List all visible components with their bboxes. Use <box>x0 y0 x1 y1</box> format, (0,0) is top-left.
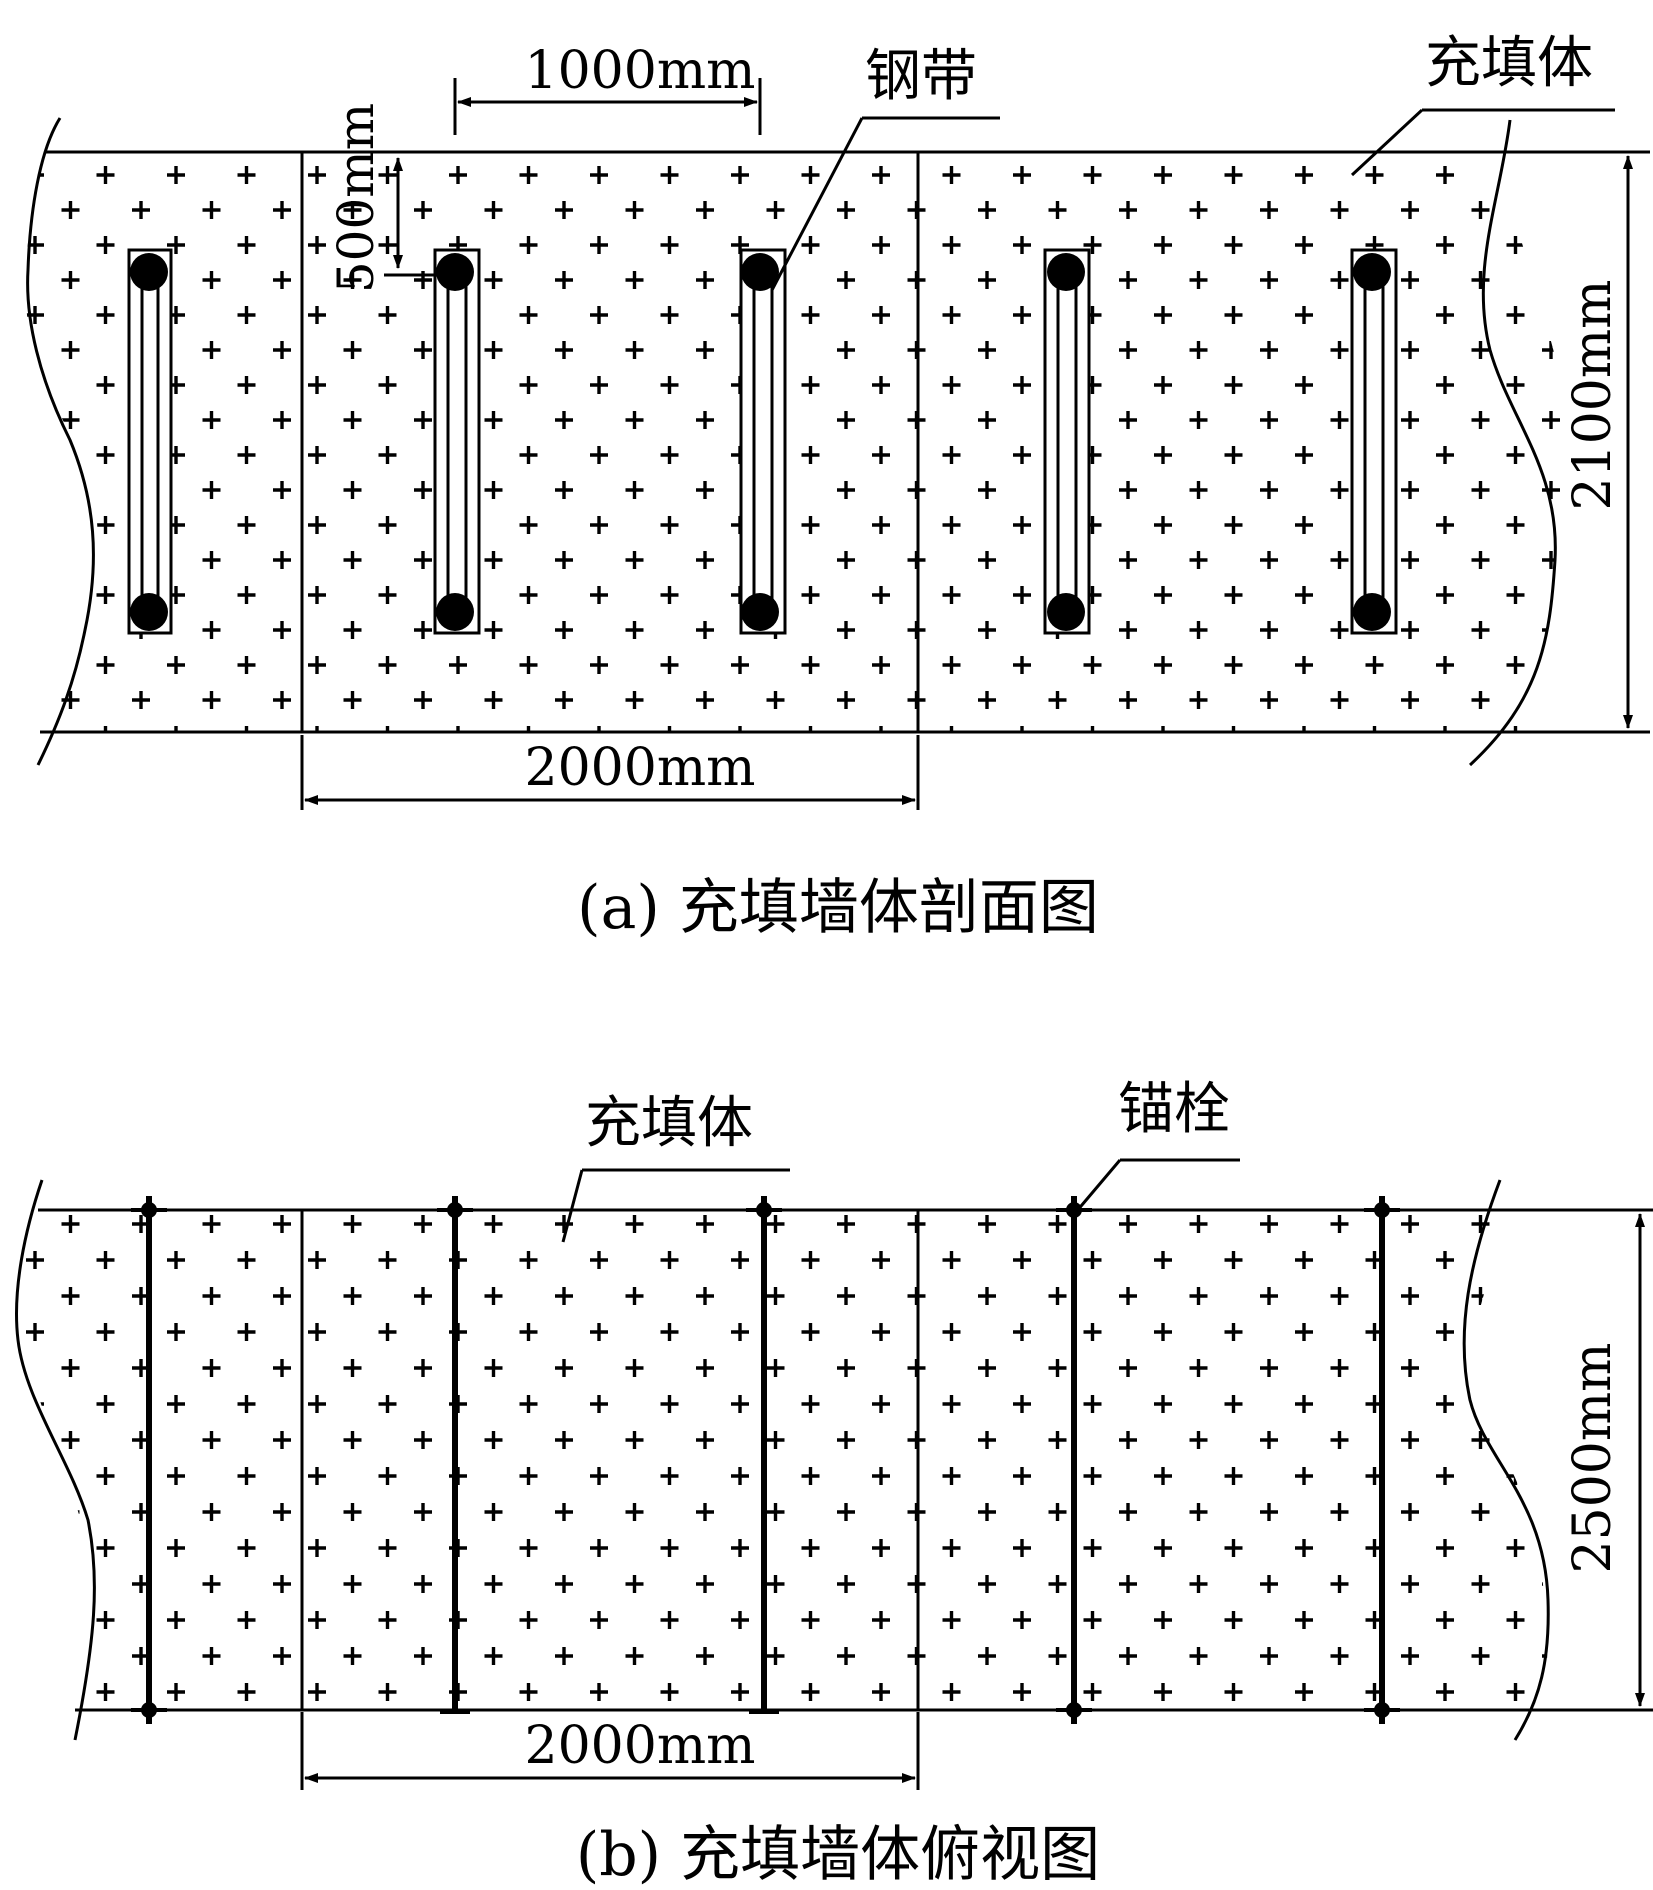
fill-body-callout: 充填体 <box>1350 31 1615 177</box>
dim-wall-width: 2500mm <box>1563 1213 1645 1707</box>
section-right-break <box>1468 119 1557 767</box>
dim-wall-height-text: 2100mm <box>1563 280 1623 511</box>
caption-b: (b) 充填墙体俯视图 <box>576 1820 1100 1890</box>
top-left-break <box>15 1179 96 1741</box>
dim-wall-height: 2100mm <box>1535 150 1650 734</box>
dim-strip-offset: 500mm <box>327 103 455 293</box>
caption-a: (a) 充填墙体剖面图 <box>577 873 1099 943</box>
section-left-break <box>26 117 95 766</box>
steel-strip <box>1043 248 1091 635</box>
section-fill-pattern <box>25 152 1571 732</box>
fill-body-callout-b: 充填体 <box>561 1091 790 1243</box>
top-right-break <box>1462 1179 1550 1741</box>
steel-strip-label: 钢带 <box>865 44 977 109</box>
steel-strip <box>127 248 173 635</box>
dim-strip-offset-text: 500mm <box>327 103 385 293</box>
dim-strip-spacing-text: 1000mm <box>525 41 756 101</box>
anchor-bolt <box>1364 1196 1400 1724</box>
anchor-bolt <box>131 1196 167 1724</box>
dim-section-width-b: 2000mm <box>300 1712 920 1790</box>
dim-wall-width-text: 2500mm <box>1563 1343 1623 1574</box>
anchor-bolt <box>437 1196 473 1714</box>
fill-body-label-b: 充填体 <box>585 1091 753 1156</box>
dim-section-width-b-text: 2000mm <box>525 1716 756 1776</box>
dim-strip-spacing: 1000mm <box>453 41 762 135</box>
steel-strip-callout: 钢带 <box>770 44 1000 291</box>
section-view: 1000mm 500mm 钢带 充填体 2000mm <box>25 31 1650 943</box>
anchor-bolt <box>1056 1196 1092 1724</box>
top-fill-pattern <box>18 1210 1548 1710</box>
anchor-bolt-label: 锚栓 <box>1118 1077 1230 1142</box>
steel-strip <box>433 248 481 635</box>
fill-body-label-a: 充填体 <box>1425 31 1593 96</box>
anchor-bolt <box>746 1196 782 1714</box>
top-view: 充填体 锚栓 2000mm 2500mm (b) 充填墙体俯视图 <box>15 1077 1653 1890</box>
steel-strip <box>739 248 787 635</box>
dim-section-width-a: 2000mm <box>300 735 920 810</box>
dim-section-width-a-text: 2000mm <box>525 738 756 798</box>
anchor-bolt-callout: 锚栓 <box>1074 1077 1240 1213</box>
steel-strip <box>1350 248 1398 635</box>
